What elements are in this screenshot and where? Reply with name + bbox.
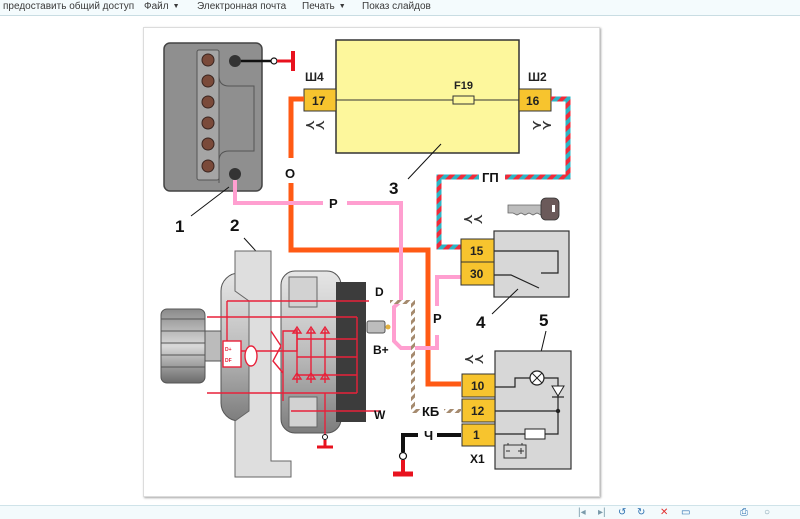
pin-10-label: 10 (471, 379, 485, 393)
pin-30 (460, 261, 495, 286)
rotate-left-icon[interactable]: ↺ (618, 507, 627, 518)
key-icon (507, 197, 560, 221)
menu-slideshow-label: Показ слайдов (362, 1, 431, 12)
rotate-right-icon[interactable]: ↻ (637, 507, 646, 518)
callout-3: 3 (389, 179, 398, 198)
wire-kb-label: КБ (422, 404, 439, 419)
wire-black-label: Ч (424, 428, 433, 443)
first-page-icon[interactable]: |◂ (578, 507, 586, 518)
warning-lamp-icon (529, 370, 545, 386)
battery-positive-terminal (229, 168, 241, 180)
alternator: D+ DF (160, 250, 391, 478)
wire-orange-label: О (285, 166, 295, 181)
prev-page-icon[interactable]: ▸| (598, 507, 606, 518)
bottom-toolbar: |◂ ▸| ↺ ↻ ✕ ▭ ⎙ ○ (0, 505, 800, 519)
menu-file[interactable]: Файл▼ (144, 0, 180, 13)
pin-15-label: 15 (470, 244, 484, 258)
pin-12 (461, 398, 496, 423)
pin-16-label: 16 (526, 94, 540, 108)
wire-gp (436, 96, 571, 250)
delete-icon[interactable]: ✕ (660, 507, 669, 518)
menu-share-label: предоставить общий доступ (3, 1, 135, 12)
terminal-b-plus-label: B+ (373, 343, 389, 357)
wire-black (401, 433, 461, 452)
menu-print-label: Печать (302, 1, 335, 12)
save-icon[interactable]: ▭ (681, 507, 691, 518)
terminal-w-label: W (374, 408, 386, 422)
wiring-diagram: F19 17 Ш4 ≺≺ 16 Ш2 ≺≺ 3 ГП О Р Р КБ Ч ≺≺… (160, 39, 572, 478)
terminal-d-label: D (375, 285, 384, 299)
connector-sh4-label: Ш4 (305, 70, 324, 84)
wire-pink-label-right: Р (433, 311, 442, 326)
battery-negative-terminal (229, 55, 241, 67)
pin-12-label: 12 (471, 404, 485, 418)
connector-icon: ≺≺ (305, 118, 325, 132)
diode-icon (551, 385, 565, 397)
pin-1-label: 1 (473, 428, 480, 442)
menu-file-label: Файл (144, 1, 169, 12)
connector-x1-label: X1 (470, 452, 485, 466)
callout-2: 2 (230, 216, 239, 235)
connector-icon: ≺≺ (532, 118, 552, 132)
ignition-switch (493, 230, 570, 298)
fuse-f19 (452, 95, 475, 105)
regulator-df-label: DF (225, 358, 232, 364)
connector-icon: ≺≺ (464, 352, 484, 366)
callout-4: 4 (476, 313, 486, 332)
menu-bar: предоставить общий доступ Файл▼ Электрон… (0, 0, 800, 16)
menu-email[interactable]: Электронная почта (197, 0, 286, 13)
regulator-d-plus-label: D+ (225, 347, 232, 353)
connector-sh2-label: Ш2 (528, 70, 547, 84)
menu-print[interactable]: Печать▼ (302, 0, 346, 13)
pin-10 (461, 373, 496, 398)
battery (163, 42, 263, 192)
wire-orange (288, 96, 461, 387)
callout-1: 1 (175, 217, 184, 236)
resistor-icon (524, 428, 546, 440)
menu-slideshow[interactable]: Показ слайдов (362, 0, 431, 13)
chevron-down-icon: ▼ (338, 3, 346, 10)
battery-icon (503, 443, 527, 459)
menu-share[interactable]: предоставить общий доступ (3, 0, 134, 13)
menu-email-label: Электронная почта (197, 1, 287, 12)
chevron-down-icon: ▼ (172, 3, 180, 10)
pin-30-label: 30 (470, 267, 484, 281)
b-plus-terminal (366, 320, 386, 334)
wire-pink-label-top: Р (329, 196, 338, 211)
wire-kb (390, 300, 461, 413)
print-icon[interactable]: ⎙ (740, 507, 748, 518)
callout-5: 5 (539, 311, 548, 330)
image-frame: F19 17 Ш4 ≺≺ 16 Ш2 ≺≺ 3 ГП О Р Р КБ Ч ≺≺… (143, 27, 600, 497)
wire-gp-label: ГП (482, 170, 499, 185)
pin-1 (461, 423, 496, 447)
fuse-label: F19 (454, 80, 473, 92)
pin-17-label: 17 (312, 94, 326, 108)
mounting-block (335, 39, 520, 154)
wire-pink (233, 180, 461, 350)
search-icon[interactable]: ○ (764, 507, 771, 518)
connector-icon: ≺≺ (463, 212, 483, 226)
